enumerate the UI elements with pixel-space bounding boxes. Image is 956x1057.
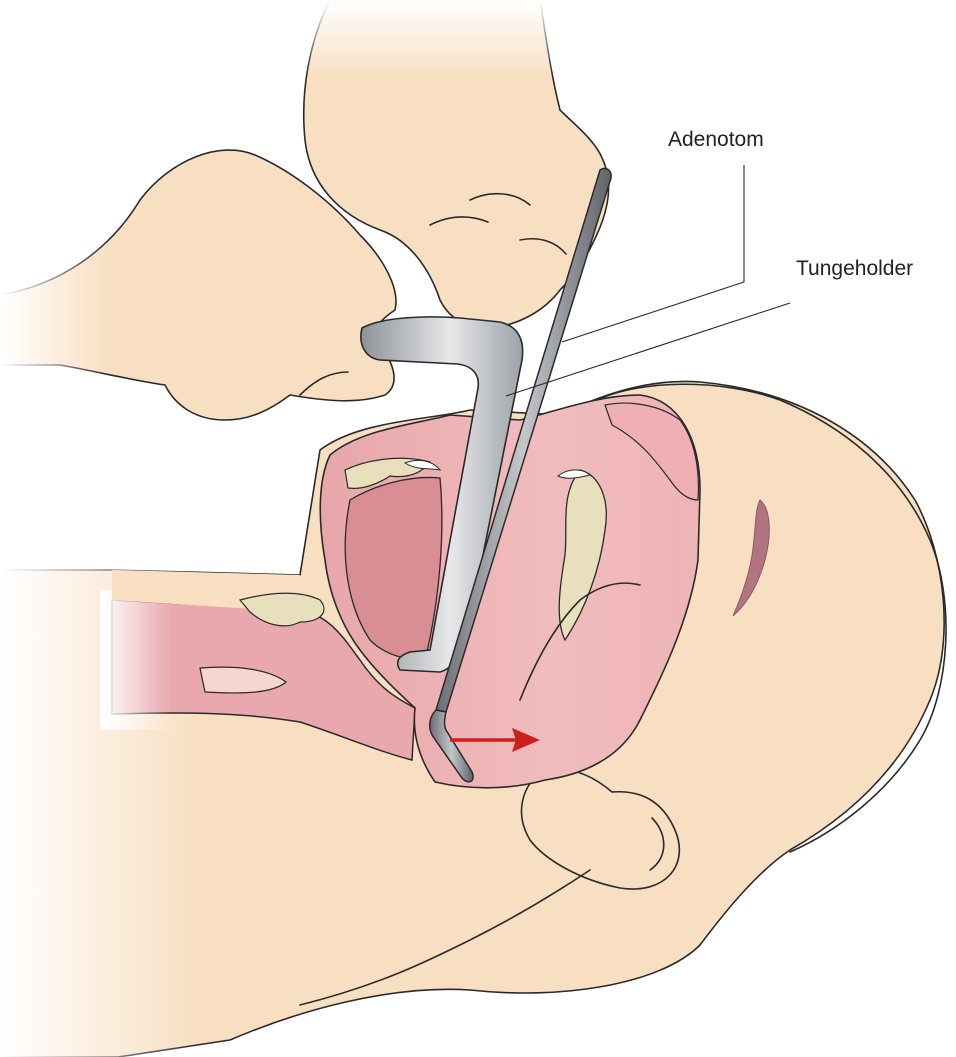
- right-arm-fade: [300, 0, 560, 140]
- adenotome-label: Adenotom: [668, 128, 764, 151]
- oral-cavity-section: [100, 395, 700, 788]
- airway-fade: [100, 590, 260, 730]
- left-arm-fade: [0, 120, 220, 430]
- tongue-holder-label: Tungeholder: [796, 257, 913, 280]
